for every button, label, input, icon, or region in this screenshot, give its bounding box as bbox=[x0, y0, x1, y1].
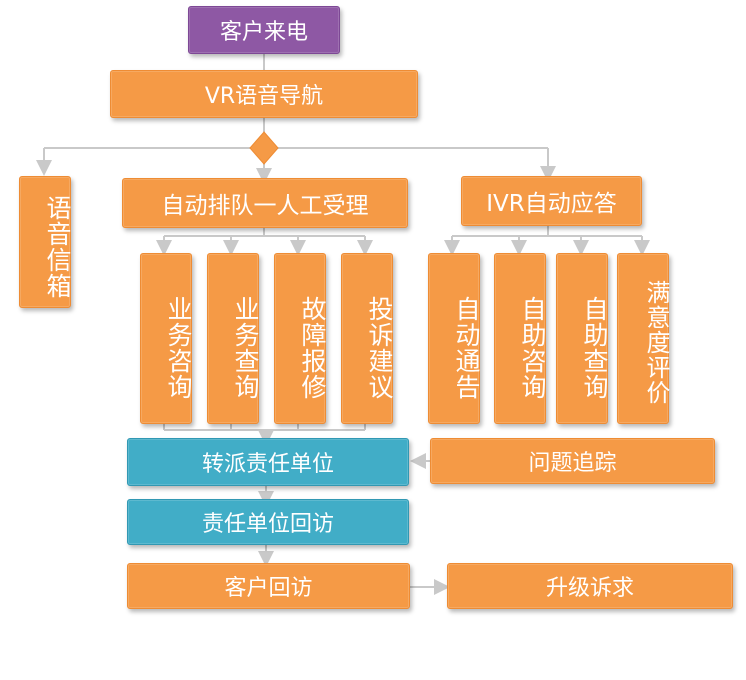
customer-call-label: 客户来电 bbox=[219, 20, 308, 45]
manual-item-business-query: 业务查询 bbox=[207, 253, 260, 424]
decision-diamond bbox=[249, 131, 279, 165]
ivr-label: IVR自动应答 bbox=[486, 191, 617, 217]
customer-revisit-node: 客户回访 bbox=[127, 563, 410, 609]
unit-revisit-label: 责任单位回访 bbox=[201, 512, 334, 537]
manual-item-complaint: 投诉建议 bbox=[341, 253, 394, 424]
ivr-item-self-query: 自助查询 bbox=[556, 253, 609, 424]
customer-revisit-label: 客户回访 bbox=[224, 576, 313, 601]
vr-navigation-node: VR语音导航 bbox=[110, 70, 418, 118]
auto-queue-node: 自动排队一人工受理 bbox=[122, 178, 408, 228]
customer-call-node: 客户来电 bbox=[188, 6, 340, 54]
unit-revisit-node: 责任单位回访 bbox=[127, 499, 409, 545]
auto-queue-label: 自动排队一人工受理 bbox=[161, 193, 369, 219]
voicemail-node: 语音信箱 bbox=[19, 176, 72, 308]
manual-item-business-consult: 业务咨询 bbox=[140, 253, 193, 424]
ivr-item-label: 自助查询 bbox=[580, 295, 609, 400]
ivr-item-label: 满意度评价 bbox=[642, 280, 670, 405]
issue-tracking-node: 问题追踪 bbox=[430, 438, 715, 484]
escalation-label: 升级诉求 bbox=[545, 576, 634, 601]
ivr-item-label: 自助咨询 bbox=[518, 295, 547, 400]
ivr-item-satisfaction: 满意度评价 bbox=[617, 253, 670, 424]
escalation-node: 升级诉求 bbox=[447, 563, 733, 609]
dispatch-node: 转派责任单位 bbox=[127, 438, 409, 486]
manual-item-label: 业务咨询 bbox=[164, 295, 193, 400]
ivr-item-label: 自动通告 bbox=[452, 295, 481, 400]
ivr-node: IVR自动应答 bbox=[461, 176, 642, 226]
ivr-item-self-consult: 自助咨询 bbox=[494, 253, 547, 424]
manual-item-label: 业务查询 bbox=[231, 295, 260, 400]
manual-item-label: 故障报修 bbox=[298, 295, 327, 400]
ivr-item-auto-notice: 自动通告 bbox=[428, 253, 481, 424]
issue-tracking-label: 问题追踪 bbox=[528, 451, 617, 476]
voicemail-label: 语音信箱 bbox=[43, 195, 72, 299]
dispatch-label: 转派责任单位 bbox=[201, 452, 334, 477]
manual-item-label: 投诉建议 bbox=[365, 295, 394, 400]
manual-item-fault-report: 故障报修 bbox=[274, 253, 327, 424]
vr-navigation-label: VR语音导航 bbox=[204, 84, 324, 109]
